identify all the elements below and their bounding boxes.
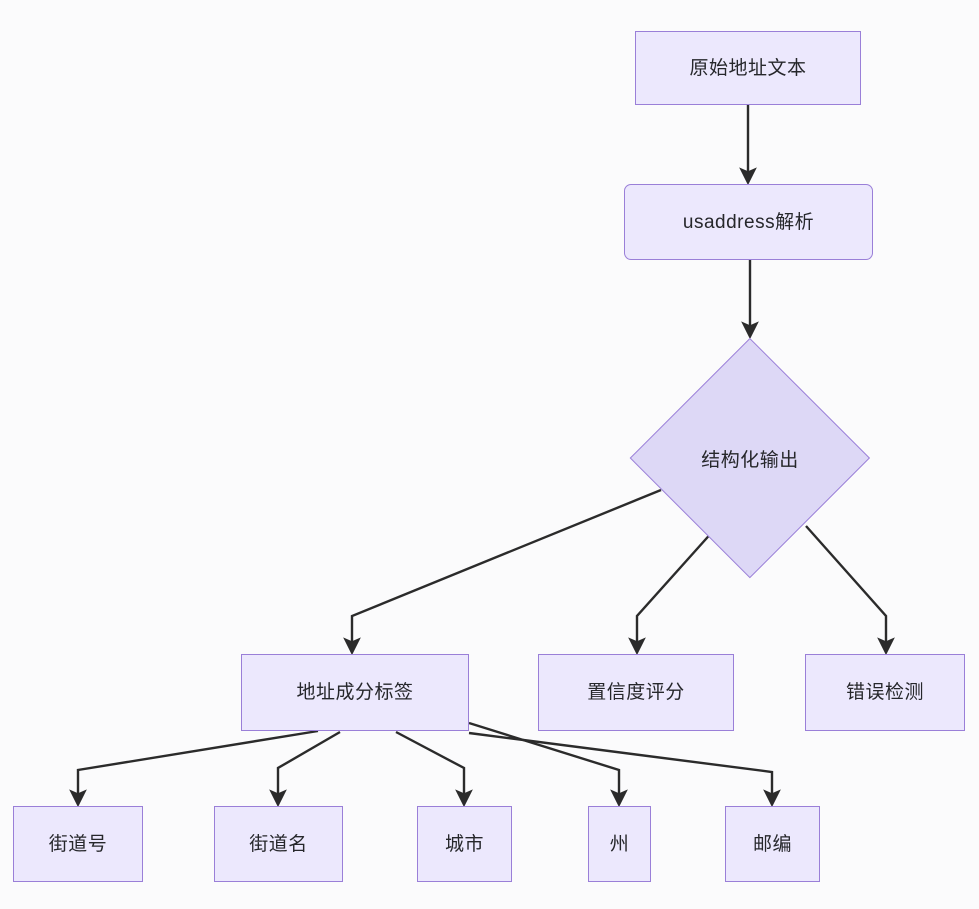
node-label-city: 城市 [444, 833, 484, 855]
node-confidence[interactable]: 置信度评分 [538, 654, 734, 731]
node-errors[interactable]: 错误检测 [805, 654, 965, 731]
node-label-structured: 结构化输出 [701, 449, 799, 471]
node-street_no[interactable]: 街道号 [13, 806, 143, 882]
edge-components-to-zip [468, 731, 781, 808]
edge-components-to-state [468, 721, 628, 808]
edge-structured-to-components [343, 488, 662, 656]
edge-components-to-city [395, 730, 473, 808]
node-street_nm[interactable]: 街道名 [214, 806, 343, 882]
node-label-street_nm: 街道名 [249, 833, 308, 855]
node-zip[interactable]: 邮编 [725, 806, 820, 882]
node-label-components: 地址成分标签 [296, 682, 414, 703]
node-parse[interactable]: usaddress解析 [624, 184, 873, 260]
node-label-parse: usaddress解析 [682, 211, 815, 233]
node-city[interactable]: 城市 [417, 806, 512, 882]
node-label-errors: 错误检测 [845, 682, 924, 703]
node-raw[interactable]: 原始地址文本 [635, 31, 861, 105]
node-label-street_no: 街道号 [48, 833, 108, 855]
node-label-confidence: 置信度评分 [587, 682, 685, 703]
node-label-state: 州 [609, 833, 630, 855]
node-label-raw: 原始地址文本 [689, 57, 807, 79]
edge-components-to-street_no [69, 729, 319, 808]
node-components[interactable]: 地址成分标签 [241, 654, 469, 731]
node-state[interactable]: 州 [588, 806, 651, 882]
edge-components-to-street_nm [269, 730, 341, 808]
node-label-zip: 邮编 [752, 833, 792, 855]
